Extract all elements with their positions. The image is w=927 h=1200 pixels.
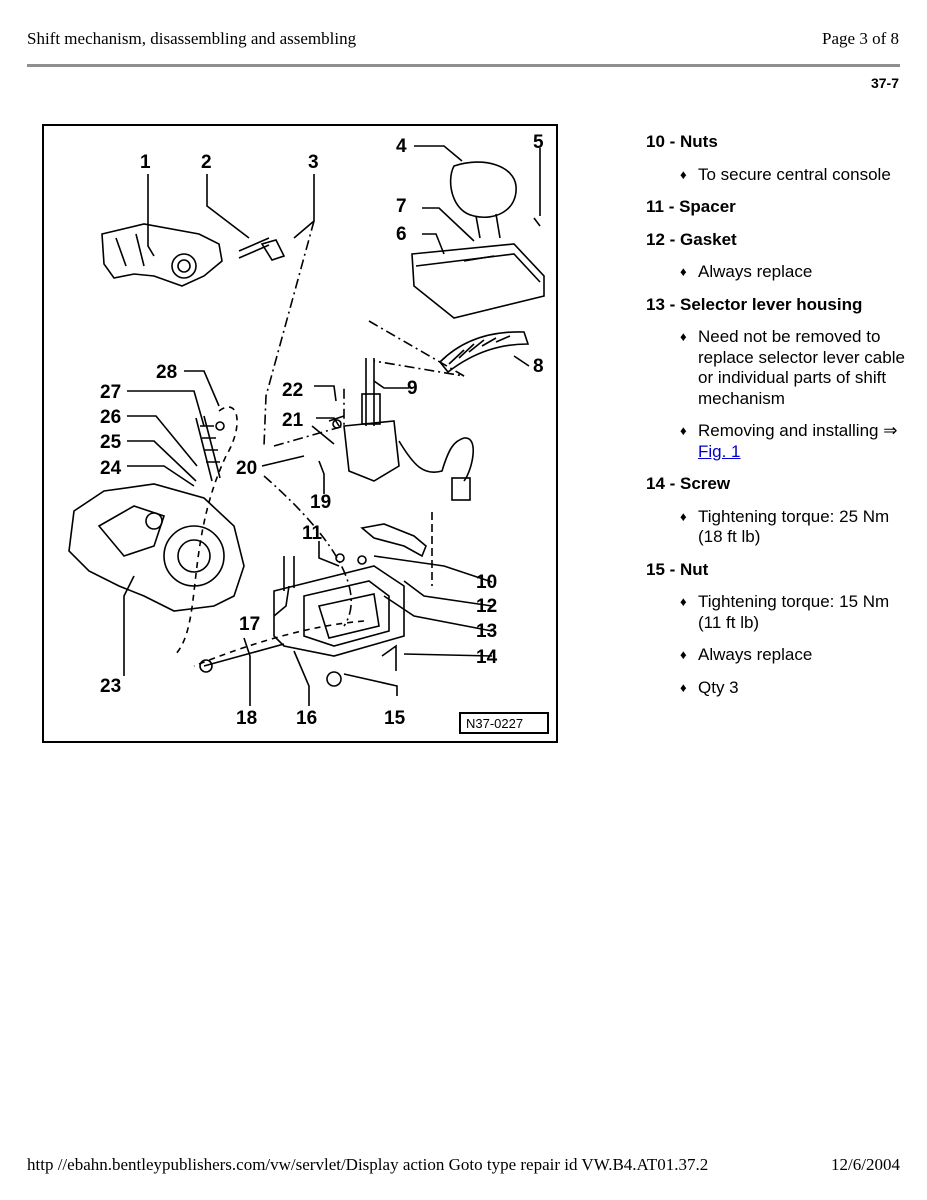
legend-item-heading: 12 - Gasket (646, 229, 737, 249)
diamond-bullet-icon: ♦ (680, 264, 687, 279)
page-footer: http //ebahn.bentleypublishers.com/vw/se… (27, 1155, 900, 1175)
callout-18: 18 (236, 708, 257, 729)
legend-note: ♦ Tightening torque: 15 Nm (11 ft lb) (680, 592, 906, 633)
legend-note: ♦ Tightening torque: 25 Nm (18 ft lb) (680, 506, 906, 548)
figure-code: N37-0227 (466, 716, 523, 731)
callout-14: 14 (476, 647, 498, 668)
note-text: Always replace (698, 262, 813, 281)
diamond-bullet-icon: ♦ (680, 423, 687, 438)
legend-note: ♦ Always replace (680, 262, 906, 283)
callout-7: 7 (396, 196, 407, 217)
diamond-bullet-icon: ♦ (680, 594, 687, 609)
callout-13: 13 (476, 621, 497, 642)
callout-23: 23 (100, 676, 121, 697)
document-title: Shift mechanism, disassembling and assem… (27, 29, 357, 48)
callout-12: 12 (476, 596, 497, 617)
callout-3: 3 (308, 152, 319, 173)
note-text: To secure central console (698, 164, 891, 184)
callout-10: 10 (476, 572, 497, 593)
callout-24: 24 (100, 458, 122, 479)
legend-note: ♦ Need not be removed to replace selector… (680, 327, 906, 409)
callout-1: 1 (140, 152, 151, 173)
callout-21: 21 (282, 410, 304, 431)
callout-19: 19 (310, 492, 331, 513)
note-text: Always replace (698, 645, 813, 664)
diamond-bullet-icon: ♦ (680, 647, 687, 662)
callout-20: 20 (236, 458, 257, 479)
legend-note: ♦ Qty 3 (680, 677, 906, 699)
legend-note: ♦ Removing and installing ⇒ Fig. 1 (680, 421, 906, 462)
callout-15: 15 (384, 708, 406, 729)
legend-item-heading: 11 - Spacer (646, 197, 736, 216)
legend-note: ♦ To secure central console (680, 164, 906, 186)
exploded-view-figure: 1 2 3 4 5 6 7 8 9 10 11 12 13 14 15 16 1… (42, 124, 558, 743)
exploded-view-drawing: 1 2 3 4 5 6 7 8 9 10 11 12 13 14 15 16 1… (68, 132, 549, 734)
diamond-bullet-icon: ♦ (680, 166, 687, 182)
diamond-bullet-icon: ♦ (680, 329, 687, 344)
callout-28: 28 (156, 362, 177, 383)
legend-item-heading: 15 - Nut (646, 559, 709, 579)
callout-17: 17 (239, 614, 260, 635)
note-text: Removing and installing ⇒ (698, 421, 898, 440)
section-number: 37-7 (870, 75, 899, 91)
note-text: Tightening torque: 15 Nm (11 ft lb) (698, 592, 890, 632)
footer-url: http //ebahn.bentleypublishers.com/vw/se… (27, 1155, 709, 1174)
figure-code-box (459, 712, 549, 734)
callout-4: 4 (396, 136, 407, 157)
fig-1-link[interactable]: Fig. 1 (698, 441, 741, 461)
callout-5: 5 (533, 132, 544, 153)
legend-item-heading: 13 - Selector lever housing (646, 294, 863, 314)
header-divider (27, 64, 900, 67)
legend-item-heading: 14 - Screw (646, 474, 731, 493)
legend-note: ♦ Always replace (680, 645, 906, 666)
note-text: Qty 3 (698, 677, 739, 697)
legend-item-heading: 10 - Nuts (646, 132, 718, 151)
note-text: Need not be removed to replace selector … (698, 327, 905, 408)
callout-16: 16 (296, 708, 317, 729)
callout-27: 27 (100, 382, 121, 403)
callout-8: 8 (533, 356, 544, 377)
page-indicator: Page 3 of 8 (822, 29, 899, 48)
parts-legend: 10 - Nuts ♦ To secure central console 11 … (646, 132, 906, 710)
callout-11: 11 (302, 523, 323, 544)
callout-25: 25 (100, 432, 122, 453)
footer-date: 12/6/2004 (831, 1155, 900, 1174)
callout-26: 26 (100, 407, 121, 428)
note-text: Tightening torque: 25 Nm (18 ft lb) (698, 506, 890, 547)
callout-22: 22 (282, 380, 303, 401)
diamond-bullet-icon: ♦ (680, 679, 687, 695)
callout-9: 9 (407, 378, 418, 399)
diamond-bullet-icon: ♦ (680, 508, 687, 524)
callout-2: 2 (201, 152, 212, 173)
callout-6: 6 (396, 224, 407, 245)
